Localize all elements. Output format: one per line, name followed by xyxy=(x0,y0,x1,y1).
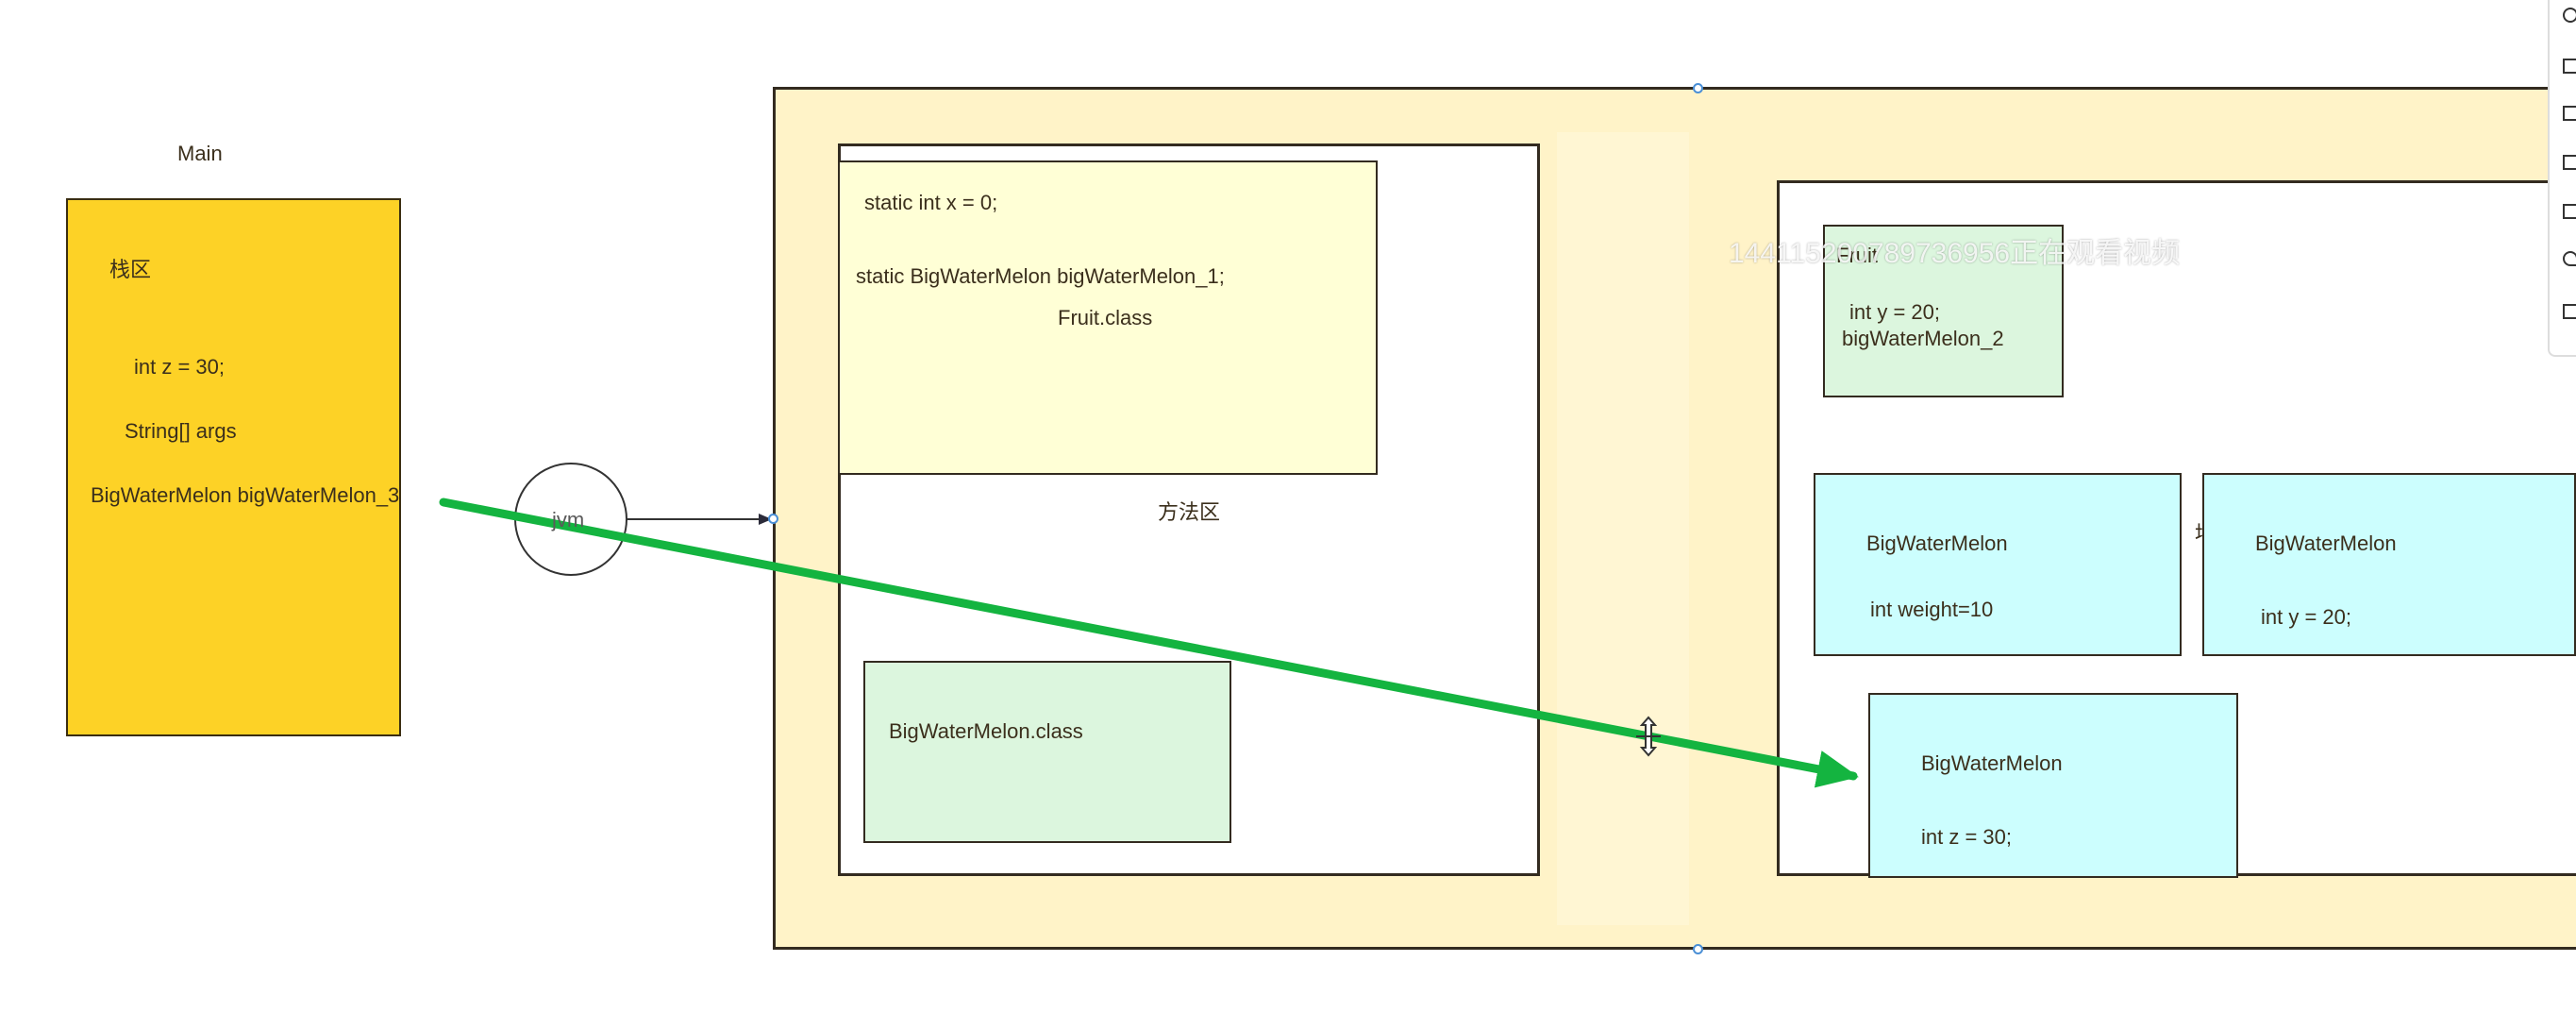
move-cursor-icon xyxy=(1636,716,1661,757)
stack-var-args: String[] args xyxy=(125,419,237,443)
bigwatermelon-class-box[interactable]: BigWaterMelon.class xyxy=(863,661,1231,843)
stack-var-bwm3: BigWaterMelon bigWaterMelon_3 xyxy=(91,483,400,507)
toolbar-history-icon[interactable] xyxy=(2563,251,2576,266)
stack-var-z: int z = 30; xyxy=(134,355,226,379)
selection-handle-left[interactable] xyxy=(768,514,778,524)
selection-handle-bottom[interactable] xyxy=(1693,944,1703,954)
stack-area[interactable]: 栈区 int z = 30; String[] args BigWaterMel… xyxy=(66,198,401,736)
right-toolbar[interactable] xyxy=(2548,0,2576,357)
fruit-object-title: Fruit xyxy=(1836,244,1878,267)
bigwatermelon-object-2[interactable]: BigWaterMelon int y = 20; xyxy=(2202,473,2576,656)
toolbar-style-icon[interactable] xyxy=(2563,8,2576,23)
bwm-class-label: BigWaterMelon.class xyxy=(889,719,1083,743)
bigwatermelon-object-1[interactable]: BigWaterMelon int weight=10 xyxy=(1814,473,2182,656)
object2-field: int y = 20; xyxy=(2261,605,2352,629)
jvm-label: jvm xyxy=(552,508,585,531)
object3-title: BigWaterMelon xyxy=(1921,751,2063,775)
fruit-object-box[interactable]: Fruit int y = 20; bigWaterMelon_2 xyxy=(1823,225,2064,397)
object2-title: BigWaterMelon xyxy=(2255,531,2397,555)
static-bwm-text: static BigWaterMelon bigWaterMelon_1; xyxy=(856,264,1225,288)
static-fields-box[interactable]: static int x = 0; static BigWaterMelon b… xyxy=(838,160,1378,475)
method-area-label: 方法区 xyxy=(1158,500,1221,524)
object1-title: BigWaterMelon xyxy=(1866,531,2008,555)
reference-arrow[interactable] xyxy=(439,498,1859,788)
toolbar-page-icon[interactable] xyxy=(2563,155,2576,170)
fruit-class-label: Fruit.class xyxy=(1058,306,1153,329)
object1-field: int weight=10 xyxy=(1870,598,1994,621)
stack-title: 栈区 xyxy=(109,258,152,281)
fruit-object-y: int y = 20; xyxy=(1849,300,1941,324)
object3-field: int z = 30; xyxy=(1921,825,2013,849)
viewer-watermark: 14411520078973​6956正在观看视频 xyxy=(1729,238,2181,269)
toolbar-arrange-icon[interactable] xyxy=(2563,106,2576,121)
main-label: Main xyxy=(177,142,223,165)
static-x-text: static int x = 0; xyxy=(864,191,998,214)
toolbar-comment-icon[interactable] xyxy=(2563,304,2576,319)
selection-band xyxy=(1557,132,1689,925)
toolbar-format-icon[interactable] xyxy=(2563,59,2576,74)
selection-handle-top[interactable] xyxy=(1693,83,1703,93)
toolbar-layer-icon[interactable] xyxy=(2563,204,2576,219)
fruit-object-ref: bigWaterMelon_2 xyxy=(1842,327,2004,350)
bigwatermelon-object-3[interactable]: BigWaterMelon int z = 30; xyxy=(1868,693,2238,878)
